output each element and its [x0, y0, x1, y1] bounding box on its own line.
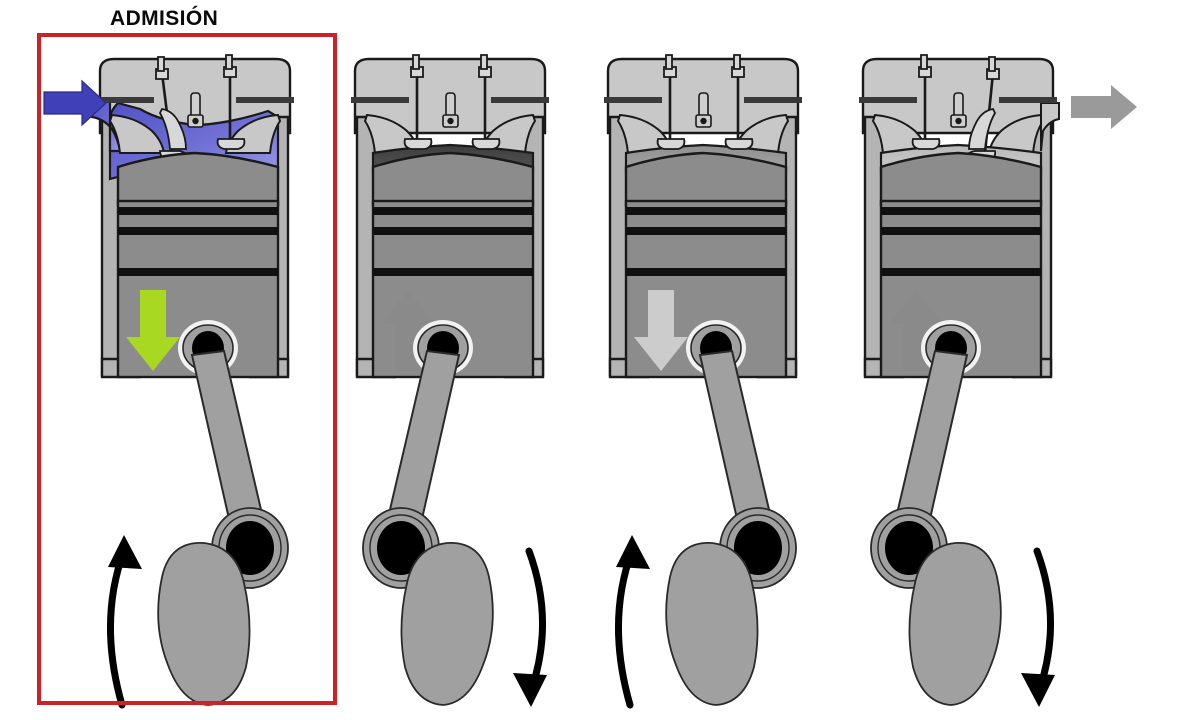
cam-rail-right [744, 97, 802, 103]
rotation-arrow [106, 535, 142, 709]
crank-web [157, 542, 251, 706]
intake-valve [656, 54, 686, 150]
spark-plug [442, 92, 459, 128]
crank-web [908, 542, 1002, 706]
intake-charge-arrow [43, 79, 107, 127]
piston-rings [118, 207, 278, 276]
highlight-box-intake [37, 33, 337, 705]
piston-crown [116, 151, 280, 207]
crank-pin [211, 507, 289, 589]
exhaust-gas-arrow [1071, 85, 1137, 129]
crank-web [665, 542, 759, 706]
cam-rail-left [96, 97, 154, 103]
spark-plug [187, 92, 204, 128]
cam-rail-right [491, 97, 549, 103]
exhaust-valve [471, 54, 501, 150]
piston-motion-arrow [634, 290, 688, 371]
panel-intake [43, 54, 294, 709]
panel-power [604, 54, 802, 709]
piston-crown [879, 151, 1043, 207]
exhaust-valve [216, 54, 246, 150]
cam-rail-right [236, 97, 294, 103]
intake-valve [911, 54, 941, 150]
piston-motion-arrow [381, 290, 435, 371]
piston-crown [371, 151, 535, 207]
valve-pocket-left [108, 113, 166, 154]
cam-rail-left [859, 97, 917, 103]
panel-compression [351, 54, 549, 707]
piston-rings [881, 207, 1041, 276]
page-title: ADMISIÓN [110, 7, 219, 30]
piston-motion-arrow [126, 290, 180, 371]
crank-web [400, 542, 494, 706]
spark-plug [950, 92, 967, 128]
exhaust-valve [724, 54, 754, 150]
rotation-arrow [1021, 547, 1055, 707]
rotation-arrow [513, 547, 547, 707]
cam-rail-right [999, 97, 1057, 103]
exhaust-port [1040, 102, 1060, 152]
spark-plug [695, 92, 712, 128]
piston-motion-arrow [889, 290, 943, 371]
rotation-arrow [614, 535, 650, 709]
panel-exhaust [859, 54, 1137, 707]
piston-rings [373, 207, 533, 276]
valve-pocket-right [987, 113, 1045, 154]
piston-rings [626, 207, 786, 276]
cam-rail-left [351, 97, 409, 103]
intake-valve [403, 54, 433, 150]
cam-rail-left [604, 97, 662, 103]
piston-crown [624, 151, 788, 207]
